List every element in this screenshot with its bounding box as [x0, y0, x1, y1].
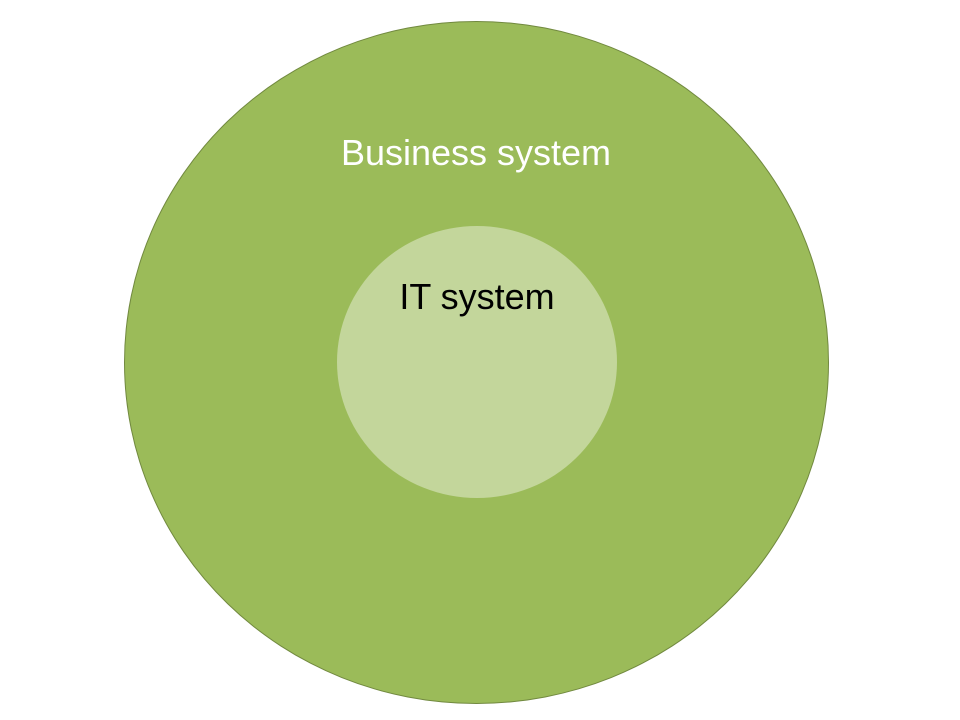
business-system-label: Business system [340, 132, 612, 173]
it-system-circle [337, 226, 617, 498]
it-system-label: IT system [399, 276, 555, 317]
